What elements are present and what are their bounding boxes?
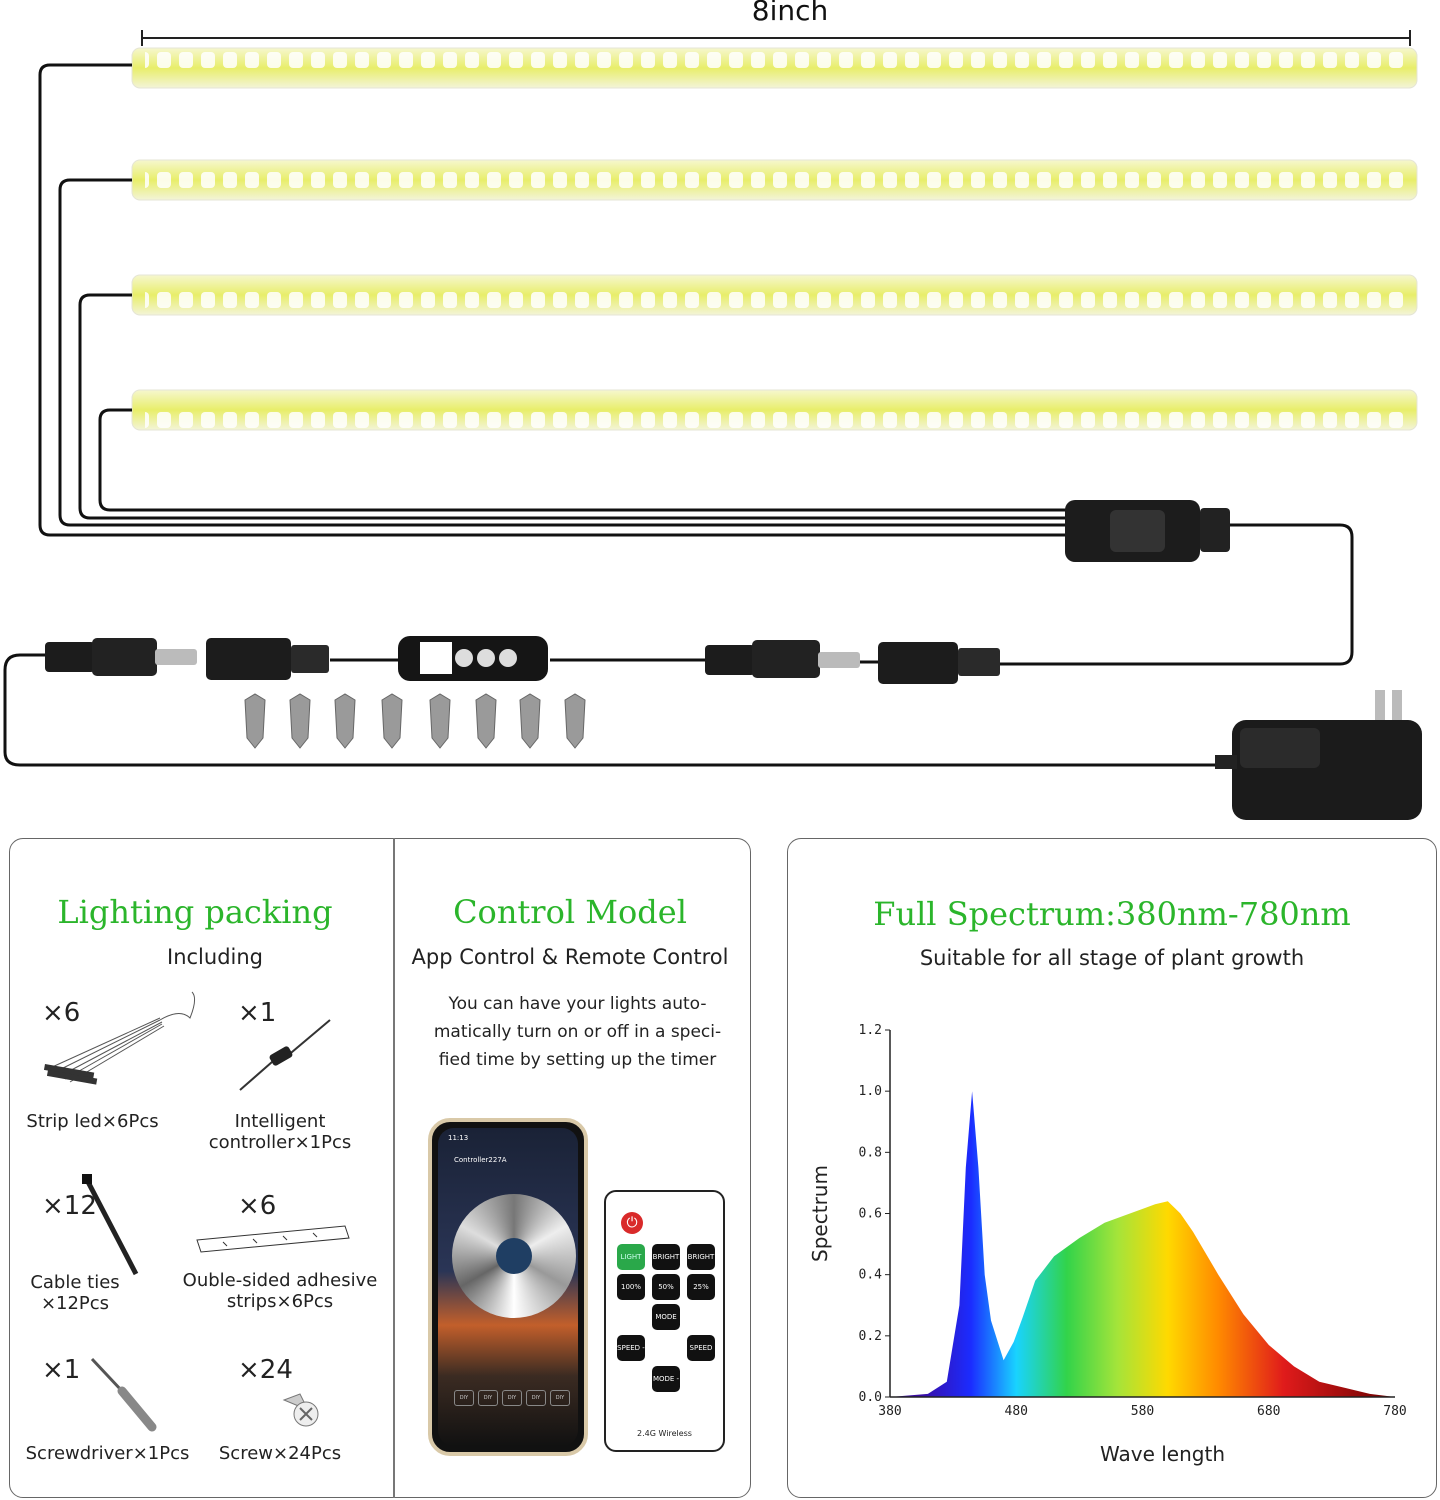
x-tick-label: 380 — [878, 1404, 901, 1419]
remote-key-speed-down: SPEED - — [617, 1335, 645, 1361]
controller-icon — [239, 1019, 331, 1091]
y-tick-label: 0.4 — [859, 1268, 883, 1283]
packing-title: Lighting packing — [57, 893, 333, 931]
y-tick-label: 0.2 — [859, 1329, 882, 1344]
phone-mode-buttons: DIY DIY DIY DIY DIY — [454, 1390, 570, 1406]
label-cable-ties: Cable ties ×12Pcs — [30, 1272, 120, 1314]
phone-time: 11:13 — [448, 1134, 469, 1142]
dc-socket — [206, 638, 329, 680]
label-controller: Intelligent controller×1Pcs — [208, 1111, 352, 1153]
remote-key-bright-down: BRIGHT - — [687, 1244, 715, 1287]
x-tick-label: 680 — [1257, 1404, 1280, 1419]
qty-controller: ×1 — [238, 998, 277, 1028]
splitter-connector — [1065, 500, 1230, 562]
qty-adhesive-strips: ×6 — [238, 1191, 277, 1221]
x-tick-label: 580 — [1131, 1404, 1154, 1419]
spectrum-title: Full Spectrum:380nm-780nm — [873, 895, 1351, 933]
x-tick-label: 780 — [1383, 1404, 1406, 1419]
control-description: You can have your lights auto- matically… — [395, 990, 760, 1074]
control-description-line: fied time by setting up the timer — [438, 1050, 717, 1070]
remote-key-bright-up: BRIGHT + — [652, 1244, 680, 1287]
adhesive-strip-icon — [196, 1225, 350, 1253]
remote-key-100: 100% — [617, 1274, 645, 1300]
product-illustration — [3, 30, 1422, 820]
led-strip — [131, 47, 1418, 89]
dimension-label: 8inch — [751, 0, 829, 27]
led-strip — [131, 159, 1418, 201]
y-axis-title: Spectrum — [808, 1165, 832, 1262]
led-strip — [131, 389, 1418, 431]
spectrum-subtitle: Suitable for all stage of plant growth — [919, 946, 1305, 970]
remote-footer: 2.4G Wireless — [637, 1429, 692, 1438]
y-tick-label: 0.6 — [859, 1207, 882, 1222]
label-adhesive-strips: Ouble-sided adhesive strips×6Pcs — [182, 1270, 378, 1312]
remote-key-speed-up: SPEED + — [687, 1335, 715, 1378]
label-strip-led: Strip led×6Pcs — [26, 1111, 159, 1132]
dc-socket — [878, 642, 1000, 684]
remote-key-mode-down: MODE - — [652, 1366, 680, 1392]
packing-subtitle: Including — [167, 945, 263, 969]
control-description-line: You can have your lights auto- — [448, 994, 707, 1014]
led-strip — [131, 274, 1418, 316]
diy-button: DIY — [454, 1390, 474, 1406]
label-screwdriver: Screwdriver×1Pcs — [25, 1443, 190, 1464]
qty-screwdriver: ×1 — [42, 1355, 81, 1385]
spectrum-area — [890, 1091, 1395, 1397]
remote-key-mode-up: MODE + — [652, 1304, 680, 1347]
power-icon: ⏻ — [621, 1212, 643, 1234]
diy-button: DIY — [502, 1390, 522, 1406]
panel-divider — [393, 838, 395, 1498]
diy-button: DIY — [478, 1390, 498, 1406]
control-description-line: matically turn on or off in a speci- — [433, 1022, 722, 1042]
control-title: Control Model — [453, 893, 687, 931]
y-tick-label: 1.2 — [859, 1023, 882, 1038]
dc-plug — [45, 638, 197, 676]
remote-key-50: 50% — [652, 1274, 680, 1300]
diy-button: DIY — [526, 1390, 546, 1406]
phone-screen: 11:13 Controller227A DIY DIY DIY DIY DIY — [438, 1128, 578, 1446]
color-wheel-center — [496, 1238, 532, 1274]
controller-module — [398, 636, 548, 681]
screws — [244, 693, 586, 749]
label-screw: Screw×24Pcs — [218, 1443, 342, 1464]
remote-control: ⏻ LIGHT BRIGHT + BRIGHT - 100% 50% 25% M… — [604, 1190, 725, 1452]
control-subtitle: App Control & Remote Control — [411, 945, 729, 969]
qty-strip-led: ×6 — [42, 998, 81, 1028]
remote-key-25: 25% — [687, 1274, 715, 1300]
qty-screw: ×24 — [238, 1355, 293, 1385]
y-tick-label: 0.8 — [859, 1145, 882, 1160]
screw-icon — [282, 1393, 319, 1427]
power-adapter — [1215, 690, 1422, 820]
screwdriver-icon — [90, 1357, 157, 1432]
spectrum-chart: 0.0 0.2 0.4 0.6 0.8 1.0 1.2 380 480 580 680 780Wave… — [808, 1023, 1407, 1466]
dc-plug — [705, 640, 860, 678]
strip-led-icon — [43, 991, 196, 1085]
diy-button: DIY — [550, 1390, 570, 1406]
qty-cable-ties: ×12 — [42, 1191, 97, 1221]
remote-key-light: LIGHT — [617, 1244, 645, 1270]
x-axis-title: Wave length — [1100, 1442, 1225, 1466]
cable-tie-icon — [82, 1174, 139, 1276]
x-tick-label: 480 — [1005, 1404, 1028, 1419]
phone-app-title: Controller227A — [454, 1156, 507, 1164]
y-tick-label: 1.0 — [859, 1084, 882, 1099]
wires — [3, 63, 1354, 767]
phone-app-mockup: 11:13 Controller227A DIY DIY DIY DIY DIY — [428, 1118, 588, 1456]
color-wheel — [452, 1194, 576, 1318]
y-tick-label: 0.0 — [859, 1390, 882, 1405]
